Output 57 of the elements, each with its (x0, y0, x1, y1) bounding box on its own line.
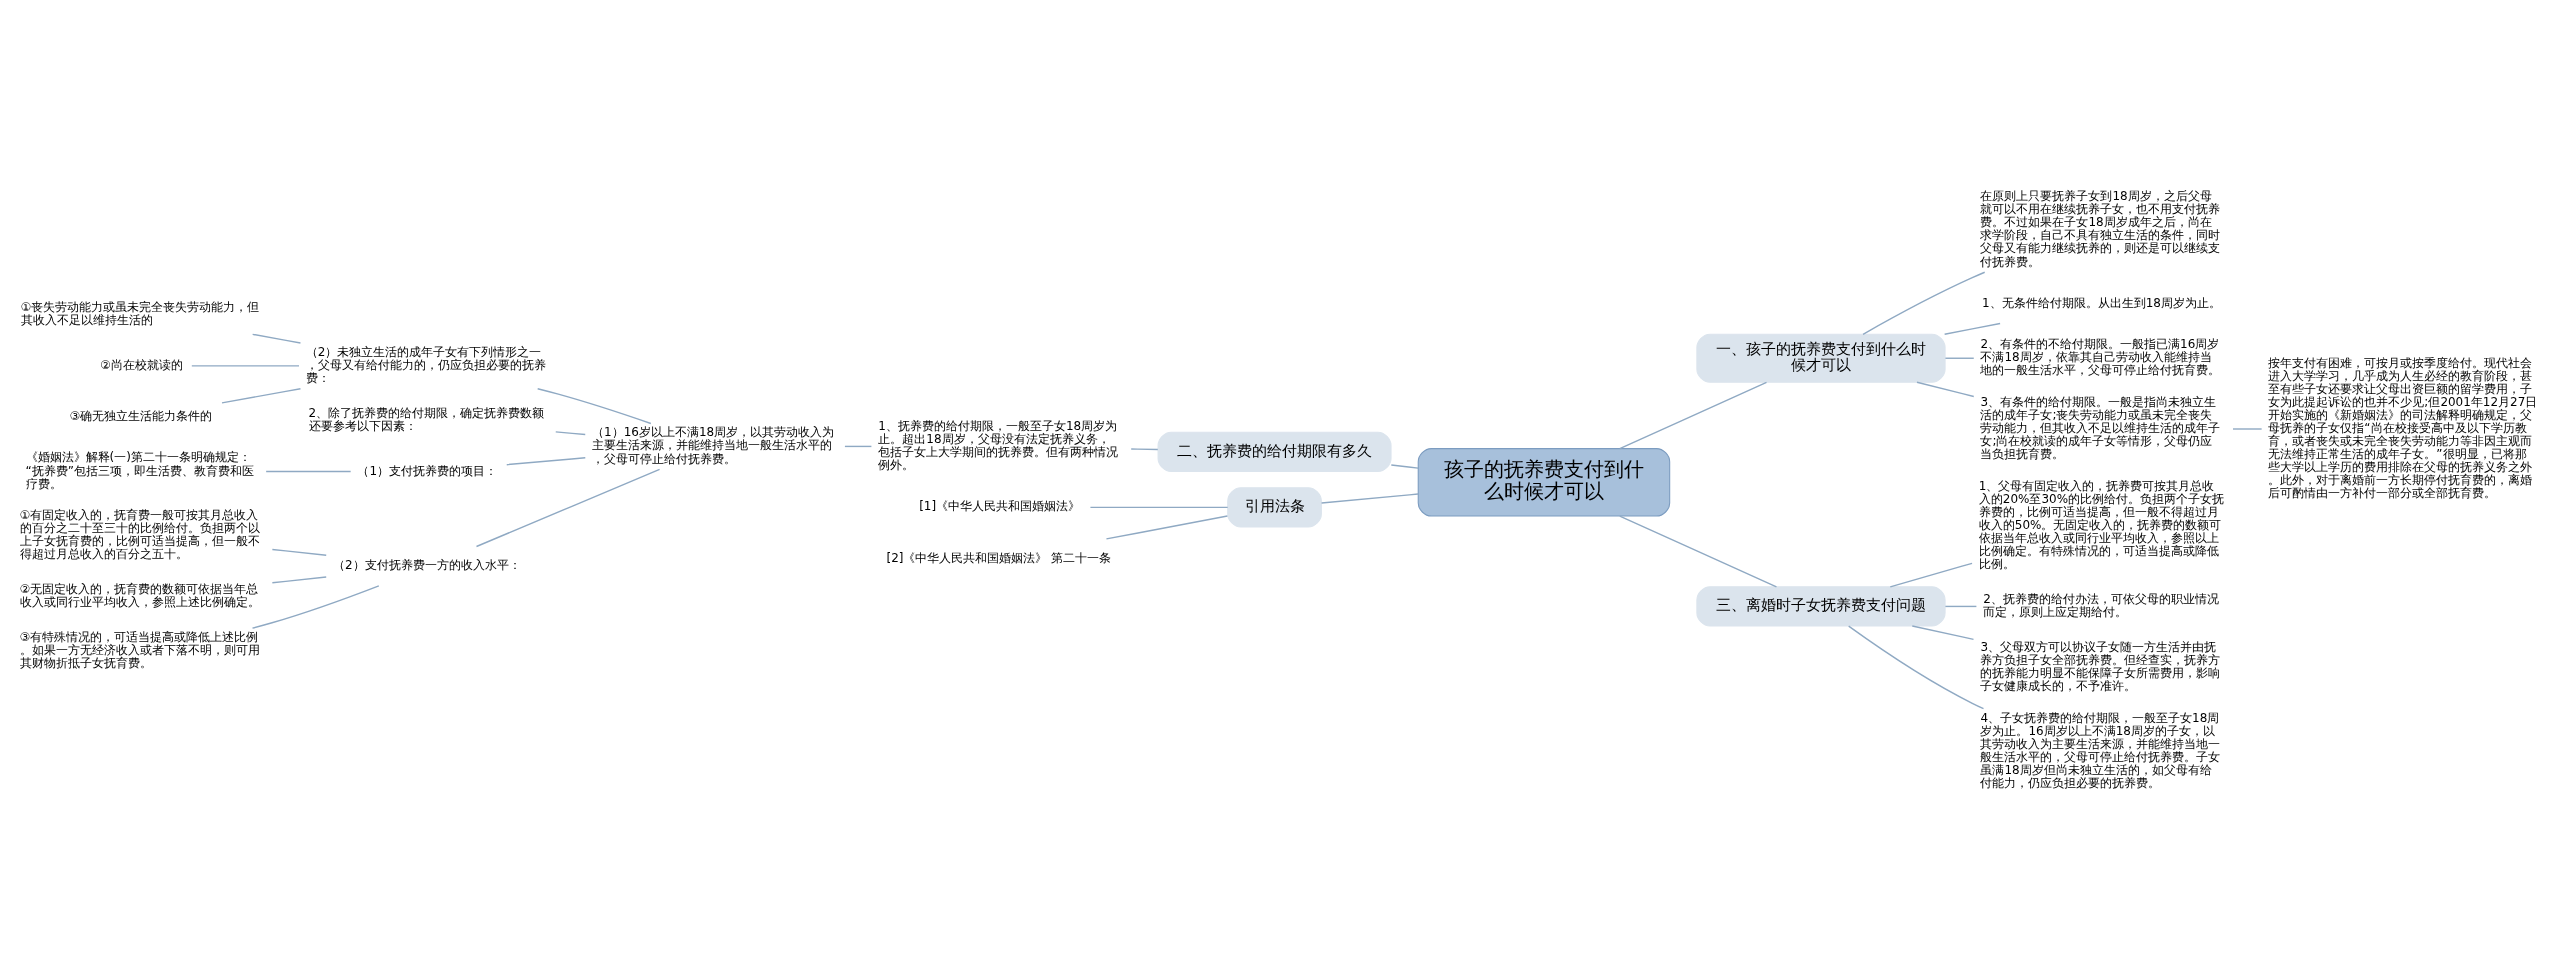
connector (271, 575, 327, 584)
connector (1916, 381, 1975, 397)
connector (1390, 463, 1419, 469)
node-box: 二、抚养费的给付期限有多久 (1157, 431, 1392, 472)
connector (1619, 381, 1768, 449)
connector (1944, 357, 1975, 359)
node-text: 在原则上只要抚养子女到18周岁，之后父母就可以不用在继续抚养子女，也不用支付抚养费。不过如果在子女18周岁成年之后，尚在求学阶段，自己不具有独立生活的条件，同时父母又有能力继续抚养的，则还是可以继续支付抚养费。 (1980, 188, 2221, 269)
node-text: （1）16岁以上不满18周岁，以其劳动收入为主要生活来源，并能维持当地一般生活水平的，父母可停止给付抚养费。 (592, 424, 835, 466)
node-text: 2、抚养费的给付办法，可依父母的职业情况而定，原则上应定期给付。 (1983, 591, 2219, 619)
connector (475, 468, 661, 547)
connector (1105, 514, 1229, 540)
connector (191, 364, 300, 367)
node-text: 1、抚养费的给付期限，一般至子女18周岁为止。超出18周岁，父母没有法定抚养义务，包括子女上大学期间的抚养费。但有两种情况例外。 (878, 418, 1119, 472)
connector (1889, 562, 1973, 588)
connector (251, 333, 302, 344)
node-text: 3、有条件的给付期限。一般是指尚未独立生活的成年子女;丧失劳动能力或虽未完全丧失劳动能力，但其收入不足以维持生活的成年子女;尚在校就读的成年子女等情形，父母仍应当负担抚育费。 (1980, 394, 2221, 461)
connector (1862, 271, 1986, 335)
connector (1320, 492, 1419, 504)
connector (2232, 427, 2263, 430)
connector (844, 445, 873, 447)
connector (1089, 506, 1229, 508)
node-box: 三、离婚时子女抚养费支付问题 (1696, 585, 1946, 627)
node-box: 引用法条 (1227, 486, 1322, 527)
node-text: 2、有条件的不给付期限。一般指已满16周岁不满18周岁，依靠其自己劳动收入能维持当地的一般生活水平，父母可停止给付抚育费。 (1980, 336, 2221, 377)
node-box: 孩子的抚养费支付到什么时候才可以 (1417, 447, 1671, 517)
node-text: [2]《中华人民共和国婚姻法》 第二十一条 (886, 550, 1112, 565)
node-text: 3、父母双方可以协议子女随一方生活并由抚养方负担子女全部抚养费。但经查实，抚养方的抚养能力明显不能保障子女所需费用，影响子女健康成长的，不予准许。 (1980, 639, 2221, 693)
node-text: （1）支付抚养费的项目： (357, 463, 498, 477)
node-text: 2、除了抚养费的给付期限，确定抚养费数额还要参考以下因素： (308, 405, 545, 433)
connector (1847, 624, 1985, 709)
connector (506, 456, 586, 465)
connector (221, 387, 302, 404)
node-text: 1、父母有固定收入的，抚养费可按其月总收入的20%至30%的比例给付。负担两个子女抚养费的，比例可适当提高，但一般不得超过月收入的50%。无固定收入的，抚养费的数额可依据当年总收入或同行业平均收入，参照以上比例确定。有特殊情况的，可适当提高或降低比例。 (1978, 478, 2225, 571)
node-text: 按年支付有困难，可按月或按季度给付。现代社会进入大学学习，几乎成为人生必经的教育阶段，甚至有些子女还要求让父母出资巨额的留学费用，子女为此提起诉讼的也并不少见;但2001年12月27日开始实施的《新婚姻法》的司法解释明确规定，父母抚养的子女仅指“尚在校接受高中及以下学历教育，或者丧失或未完全丧失劳动能力等非因主观而无法维持正常生活的成年子女。”很明显，已将那些大学以上学历的费用排除在父母的抚养义务之外。此外，对于离婚前一方长期停付抚育费的，离婚后可酌情由一方补付一部分或全部抚育费。 (2268, 355, 2538, 500)
node-text: ②无固定收入的，抚育费的数额可依据当年总收入或同行业平均收入，参照上述比例确定。 (19, 581, 260, 609)
node-text: 1、无条件给付期限。从出生到18周岁为止。 (1982, 295, 2221, 310)
node-text: ①有固定收入的，抚育费一般可按其月总收入的百分之二十至三十的比例给付。负担两个以上子女抚育费的，比例可适当提高，但一般不得超过月总收入的百分之五十。 (19, 507, 260, 561)
node-text: （2）支付抚养费一方的收入水平： (333, 557, 521, 572)
connector (1130, 447, 1159, 450)
node-text: 4、子女抚养费的给付期限，一般至子女18周岁为止。16周岁以上不满18周岁的子女，以其劳动收入为主要生活来源，并能维持当地一般生活水平的，父母可停止给付抚养费。子女虽满18周岁但尚未独立生活的，如父母有给付能力，仍应负担必要的抚养费。 (1980, 710, 2221, 790)
node-text: [1]《中华人民共和国婚姻法》 (919, 498, 1081, 513)
connector (1943, 322, 2001, 335)
node-text: （2）未独立生活的成年子女有下列情形之一，父母又有给付能力的，仍应负担必要的抚养费： (305, 344, 546, 385)
node-text: ③有特殊情况的，可适当提高或降低上述比例。如果一方无经济收入或者下落不明，则可用其财物折抵子女抚育费。 (19, 629, 260, 670)
node-text: ③确无独立生活能力条件的 (69, 408, 213, 423)
node-text: ②尚在校就读的 (100, 357, 183, 372)
node-text: ①丧失劳动能力或虽未完全丧失劳动能力，但其收入不足以维持生活的 (20, 299, 260, 327)
connector (536, 387, 652, 424)
connector (1944, 605, 1978, 607)
connector (555, 430, 586, 435)
connector (1911, 624, 1975, 640)
connector (251, 584, 380, 629)
connector (271, 548, 327, 556)
node-text: 《婚姻法》解释(一)第二十一条明确规定：“抚养费”包括三项，即生活费、教育费和医疗费。 (25, 449, 254, 491)
node-box: 一、孩子的抚养费支付到什么时候才可以 (1696, 333, 1946, 383)
connector (265, 470, 352, 472)
connector (1619, 514, 1778, 587)
